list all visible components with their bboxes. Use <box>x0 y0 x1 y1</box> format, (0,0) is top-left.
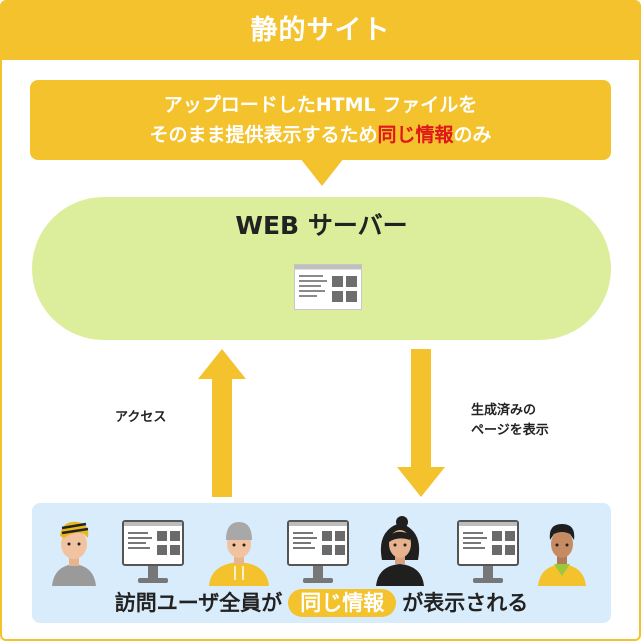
callout-line-2-suffix: のみ <box>453 124 492 146</box>
diagram-title: 静的サイト <box>250 15 391 46</box>
response-label: 生成済みの ページを表示 <box>471 401 549 441</box>
callout-pointer <box>300 158 344 186</box>
user-avatar-icon <box>538 524 586 586</box>
callout-line-2-prefix: そのまま提供表示するため <box>149 124 378 146</box>
response-label-line-2: ページを表示 <box>471 423 549 438</box>
monitor-icon <box>122 520 184 583</box>
response-label-line-1: 生成済みの <box>471 403 537 418</box>
access-label: アクセス <box>115 410 167 425</box>
users-caption-suffix: が表示される <box>402 591 529 615</box>
monitor-icon <box>457 520 519 583</box>
monitor-icon <box>287 520 349 583</box>
callout-line-2: そのまま提供表示するため同じ情報のみ <box>30 120 611 150</box>
webpage-icon <box>294 264 362 310</box>
users-caption-prefix: 訪問ユーザ全員が <box>114 591 283 615</box>
callout-highlight: 同じ情報 <box>377 124 454 146</box>
web-server-title: WEB サーバー <box>235 211 408 240</box>
users-caption: 訪問ユーザ全員が同じ情報が表示される <box>32 588 611 618</box>
callout-box <box>30 80 611 160</box>
access-arrow-up <box>198 349 246 497</box>
user-avatar-icon <box>209 522 269 586</box>
title-bar <box>2 2 639 60</box>
same-info-badge: 同じ情報 <box>288 589 397 617</box>
callout-text: アップロードしたHTML ファイルを そのまま提供表示するため同じ情報のみ <box>30 90 611 150</box>
callout-line-1: アップロードしたHTML ファイルを <box>163 94 478 116</box>
user-avatar-icon <box>52 521 96 586</box>
response-arrow-down <box>397 349 445 497</box>
user-avatar-icon <box>376 516 424 586</box>
